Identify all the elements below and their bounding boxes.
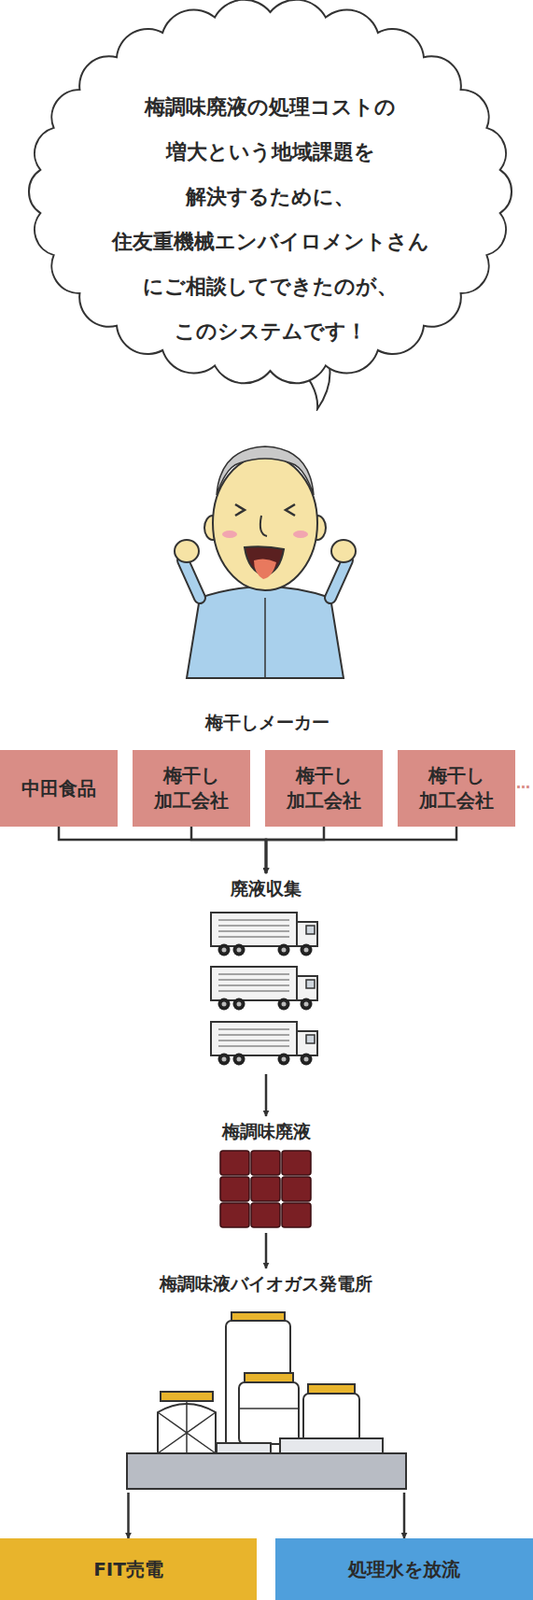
- flow-arrow: [126, 1491, 130, 1538]
- node-label: 廃液収集: [230, 876, 302, 901]
- cloud-shape: [28, 0, 512, 383]
- drawing-part: [293, 530, 309, 538]
- drawing-part: [216, 1442, 271, 1453]
- flow-arrow: [403, 1491, 407, 1538]
- drawing-part: [280, 1437, 383, 1453]
- illustrated-step: 梅調味液バイオガス発電所: [93, 1267, 439, 1492]
- container-block: [281, 1202, 311, 1227]
- drawing-part: [182, 560, 200, 598]
- drawing-part: [157, 1400, 216, 1453]
- flow-arrow: [191, 826, 267, 873]
- drawing-part: [210, 1021, 318, 1066]
- flow-arrow: [265, 1073, 268, 1116]
- drawing-part: [253, 558, 277, 579]
- drawing-part: [330, 560, 348, 598]
- speech-bubble: 梅調味廃液の処理コストの 増大という地域課題を 解決するために、 住友重機械エン…: [20, 0, 520, 411]
- drawing-part: [212, 455, 318, 590]
- group-label: …: [516, 774, 531, 792]
- container-block: [281, 1176, 311, 1201]
- drawing-part: [244, 1372, 294, 1382]
- plant-illustration: [126, 1311, 407, 1488]
- illustrated-step: 梅調味廃液: [186, 1115, 346, 1233]
- flow-arrow: [58, 826, 267, 873]
- node-label: 梅調味液バイオガス発電所: [159, 1271, 373, 1296]
- container-block: [251, 1202, 281, 1227]
- drawing-part: [210, 911, 318, 956]
- drawing-part: [238, 1381, 299, 1444]
- node-label: 梅干し 加工会社: [405, 762, 508, 814]
- process-box: 梅干し 加工会社: [132, 749, 251, 827]
- drawing-part: [126, 1452, 407, 1488]
- waste-liquid-containers: [220, 1150, 311, 1227]
- drawing-part: [222, 530, 238, 538]
- node-label: 梅干し 加工会社: [272, 762, 376, 814]
- drawing-part: [235, 504, 245, 516]
- drawing-part: [238, 1406, 299, 1409]
- illustrated-step: 廃液収集: [191, 872, 341, 1074]
- node-label: 梅調味廃液: [222, 1119, 311, 1144]
- container-block: [220, 1202, 250, 1227]
- flow-arrow: [266, 826, 457, 873]
- drawing-part: [285, 504, 295, 516]
- drawing-part: [186, 586, 344, 678]
- drawing-part: [216, 446, 314, 495]
- person-illustration: [174, 446, 356, 678]
- container-block: [281, 1150, 311, 1175]
- drawing-part: [182, 560, 200, 598]
- drawing-part: [260, 515, 267, 536]
- drawing-part: [174, 539, 199, 562]
- process-box: 梅干し 加工会社: [265, 749, 383, 827]
- container-block: [251, 1150, 281, 1175]
- process-box: 処理水を放流: [275, 1537, 533, 1599]
- drawing-part: [160, 1390, 213, 1401]
- drawing-part: [264, 597, 267, 678]
- container-block: [251, 1176, 281, 1201]
- drawing-part: [210, 966, 318, 1010]
- drawing-part: [303, 1392, 360, 1443]
- process-box: 梅干し 加工会社: [397, 749, 516, 827]
- container-block: [220, 1150, 250, 1175]
- process-box: 中田食品: [0, 749, 118, 827]
- flow-arrow: [266, 826, 324, 873]
- process-box: FIT売電: [0, 1537, 257, 1599]
- truck-illustration: [210, 911, 318, 1066]
- drawing-part: [330, 560, 348, 598]
- node-label: 中田食品: [21, 775, 97, 801]
- speech-text: 梅調味廃液の処理コストの 増大という地域課題を 解決するために、 住友重機械エン…: [107, 84, 435, 354]
- flow-arrow: [265, 1232, 268, 1268]
- node-label: 処理水を放流: [348, 1556, 461, 1582]
- node-label: 梅干し 加工会社: [140, 762, 243, 814]
- drawing-part: [308, 1383, 355, 1393]
- drawing-part: [331, 539, 356, 562]
- node-label: FIT売電: [93, 1556, 164, 1582]
- container-block: [220, 1176, 250, 1201]
- group-label: 梅干しメーカー: [205, 710, 330, 735]
